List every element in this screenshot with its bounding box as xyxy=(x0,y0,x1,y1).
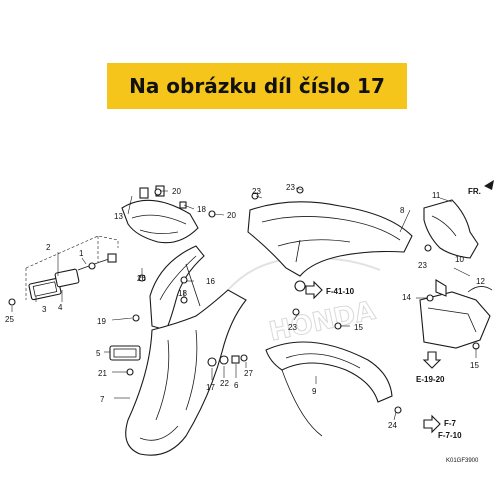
callout-2: 2 xyxy=(46,243,51,252)
callout-15: 15 xyxy=(470,361,479,370)
callout-15: 15 xyxy=(354,323,363,332)
rear-fender-main xyxy=(125,289,247,456)
ref-arrow-f7 xyxy=(423,414,441,434)
callout-23: 23 xyxy=(252,187,261,196)
callout-13: 13 xyxy=(114,212,123,221)
callout-11: 11 xyxy=(432,191,441,200)
cowl-mount xyxy=(139,187,149,199)
fasteners xyxy=(8,186,480,414)
callout-20: 20 xyxy=(227,211,236,220)
reference-arrows: F-41-10 E-19-20 F-7 F-7-10 FR. xyxy=(305,180,494,440)
callout-12: 12 xyxy=(476,277,485,286)
callout-5: 5 xyxy=(96,349,101,358)
ref-arrow-f41 xyxy=(305,280,323,300)
tail-connector xyxy=(107,253,117,263)
callout-19: 19 xyxy=(97,317,106,326)
callout-7: 7 xyxy=(100,395,105,404)
callout-22: 22 xyxy=(220,379,229,388)
bolt-cluster xyxy=(207,354,248,367)
callout-1: 1 xyxy=(79,249,84,258)
inner-fender xyxy=(247,201,413,292)
tail-light-housing xyxy=(54,268,80,288)
front-indicator-label: FR. xyxy=(468,187,481,196)
callout-9: 9 xyxy=(312,387,317,396)
callout-10: 10 xyxy=(455,255,464,264)
ref-f7-10: F-7-10 xyxy=(438,431,462,440)
fender-grommet xyxy=(294,280,306,292)
callout-8: 8 xyxy=(400,206,405,215)
ref-f41-10: F-41-10 xyxy=(326,287,355,296)
rear-cowl xyxy=(121,185,199,244)
clip-12 xyxy=(435,279,447,297)
part-number-banner: Na obrázku díl číslo 17 xyxy=(107,63,407,109)
rear-fender-inner xyxy=(149,245,205,331)
watermark: HONDA xyxy=(267,296,378,348)
callout-23: 23 xyxy=(286,183,295,192)
banner-text: Na obrázku díl číslo 17 xyxy=(129,74,385,98)
callout-26: 26 xyxy=(137,274,146,283)
callout-20: 20 xyxy=(172,187,181,196)
license-light xyxy=(109,345,141,361)
callout-14: 14 xyxy=(402,293,411,302)
side-bracket xyxy=(423,199,479,259)
callout-4: 4 xyxy=(58,303,63,312)
callout-18: 18 xyxy=(197,205,206,214)
callout-24: 24 xyxy=(388,421,397,430)
callout-27: 27 xyxy=(244,369,253,378)
callout-16: 16 xyxy=(206,277,215,286)
callout-23: 23 xyxy=(288,323,297,332)
bulb-socket xyxy=(88,262,96,270)
ref-arrow-e19 xyxy=(422,351,442,369)
diagram-code: K01GF3900 xyxy=(446,458,479,464)
callout-17: 17 xyxy=(206,383,215,392)
callout-labels: 20 13 18 20 23 23 8 11 2 1 26 16 18 3 4 … xyxy=(5,183,485,430)
tail-light-assembly xyxy=(25,235,119,301)
rear-hugger xyxy=(265,341,393,437)
callout-6: 6 xyxy=(234,381,239,390)
front-arrow-icon xyxy=(484,180,494,190)
ref-f7: F-7 xyxy=(444,419,457,428)
callout-18: 18 xyxy=(178,289,187,298)
callout-3: 3 xyxy=(42,305,47,314)
callout-23: 23 xyxy=(418,261,427,270)
bracket-assembly xyxy=(419,279,493,349)
leader-lines xyxy=(11,187,477,421)
callout-25: 25 xyxy=(5,315,14,324)
ref-e19-20: E-19-20 xyxy=(416,375,445,384)
callout-21: 21 xyxy=(98,369,107,378)
